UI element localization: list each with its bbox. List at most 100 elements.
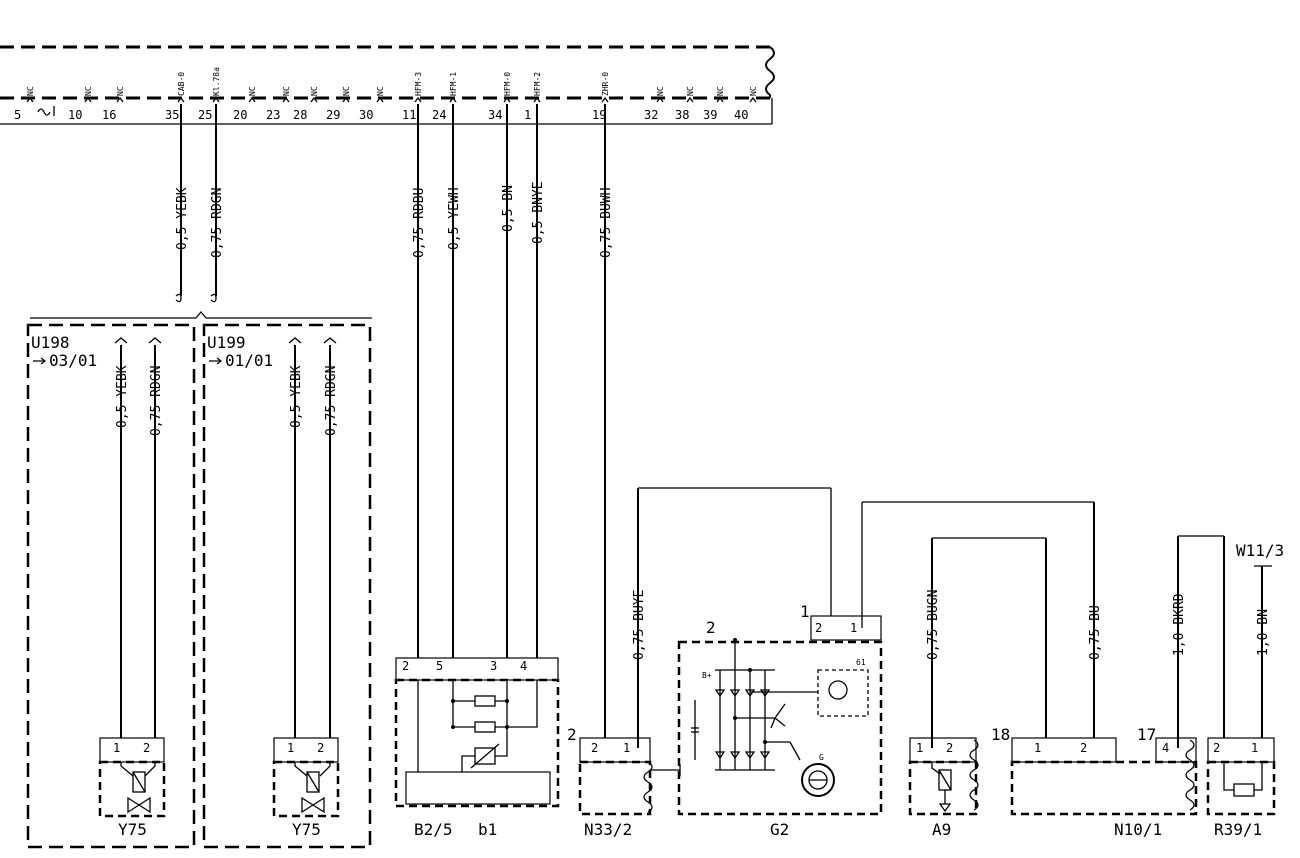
connector-pin-socket <box>177 96 185 103</box>
connector-pin-tag: NC <box>749 86 758 96</box>
component-label-y75-right: Y75 <box>292 820 321 839</box>
component-r39-1: 2 1 R39/1 <box>1206 737 1276 839</box>
connector-pin-socket <box>601 96 609 103</box>
shield-icon <box>1185 739 1195 811</box>
component-label-g2: G2 <box>770 820 789 839</box>
connector-pin-socket <box>84 96 92 103</box>
wire-label-u199-a: 0,5 YEBK <box>289 365 304 428</box>
connector-pin-number: 10 <box>68 108 82 122</box>
y75-right-pin-2: 2 <box>317 741 324 755</box>
connector-pin-tag: HFM-3 <box>414 72 423 96</box>
variant-ref-u198: 03/01 <box>49 351 97 370</box>
connector-pin-tag: Kl.78a <box>212 67 221 96</box>
n33-2-pin-2: 2 <box>591 741 598 755</box>
n33-2-pin-1: 1 <box>623 741 630 755</box>
connector-pin-tag: NC <box>26 86 35 96</box>
connector-pin-number: 24 <box>432 108 446 122</box>
connector-pin-socket <box>212 96 220 103</box>
component-g2: 2 1 2 1 61 B+ <box>677 602 883 839</box>
wire-label-24: 0,5 YEWH <box>447 187 462 250</box>
connector-pin-socket <box>116 96 124 103</box>
component-y75-right: 1 2 Y75 <box>272 737 340 839</box>
connector-pin-number: 28 <box>293 108 307 122</box>
connector-pin-number: 30 <box>359 108 373 122</box>
component-label-y75-left: Y75 <box>118 820 147 839</box>
connector-pin-number: 34 <box>488 108 502 122</box>
connector-pin-socket <box>282 96 290 103</box>
connector-pin-tag: NC <box>656 86 665 96</box>
connector-pin-tag: NC <box>342 86 351 96</box>
variant-ref-u199: 01/01 <box>225 351 273 370</box>
g2-pin-2: 2 <box>815 621 822 635</box>
connector-pin-number: 39 <box>703 108 717 122</box>
n10-1-num-18: 18 <box>991 725 1010 744</box>
g2-gen-g: G <box>819 753 824 762</box>
connector-pin-tag: NC <box>116 86 125 96</box>
wire-label-w11-3: 1,0 BN <box>1256 609 1271 656</box>
component-label-a9: A9 <box>932 820 951 839</box>
valve-icon <box>294 762 331 814</box>
top-wires <box>175 104 606 748</box>
connector-pin-socket <box>376 96 384 103</box>
connector-pin-tag: CAB-0 <box>177 72 186 96</box>
shield-icon <box>643 761 653 813</box>
connector-pin-number: 40 <box>734 108 748 122</box>
g2-num: 2 <box>706 618 716 637</box>
connector-pin-tag: HFM-0 <box>503 72 512 96</box>
connector-pin-tag: NC <box>282 86 291 96</box>
component-label-b2-5: B2/5 <box>414 820 453 839</box>
connector-pin-tag: HFM-1 <box>449 72 458 96</box>
connector-pin-number: 38 <box>675 108 689 122</box>
rectifier-bridge-icon <box>691 638 818 771</box>
component-n10-1: 18 17 1 2 4 N10/1 <box>991 725 1198 839</box>
component-a9: 1 2 A9 <box>908 737 979 839</box>
a9-pin-1: 1 <box>916 741 923 755</box>
connector-pins: 5NC10NC16NC35CAB-025Kl.78a20NC23NC28NC29… <box>14 67 758 122</box>
y75-left-pin-1: 1 <box>113 741 120 755</box>
connector-pin: 40 NC <box>734 86 758 122</box>
wire-label-34: 0,5 BN <box>501 185 516 232</box>
wire-label-u199-b: 0,75 RDGN <box>324 366 339 436</box>
air-mass-sensor-icon <box>417 680 538 772</box>
wire-label-a9: 0,75 BUGN <box>926 590 941 660</box>
wire-label-n10: 0,75 BU <box>1088 605 1103 660</box>
wire-labels: 0,5 YEBK 0,75 RDGN 0,75 RDBU 0,5 YEWH 0,… <box>175 181 614 258</box>
n10-1-pin-1: 1 <box>1034 741 1041 755</box>
connector-pin-tag: NC <box>248 86 257 96</box>
connector-pin: 28 NC <box>293 86 319 122</box>
connector-pin: 32 NC <box>644 86 665 122</box>
connector-pin-tag: NC <box>310 86 319 96</box>
g2-bplus: B+ <box>702 671 712 680</box>
connector-pin-number: 1 <box>524 108 531 122</box>
wire-label-11: 0,75 RDBU <box>412 188 427 258</box>
g2-inner-61: 61 <box>856 658 866 667</box>
connector-pin-socket <box>449 96 457 103</box>
n10-1-pin-4: 4 <box>1162 741 1169 755</box>
connector-pin-socket <box>503 96 511 103</box>
wire-label-n33: 0,75 BUYE <box>632 590 647 660</box>
wire-label-u198-b: 0,75 RDGN <box>149 366 164 436</box>
connector-pin-socket <box>749 96 757 103</box>
connector-pin: 34 HFM-0 <box>488 72 512 122</box>
compressor-clutch-icon <box>931 762 952 813</box>
connector-pin-number: 32 <box>644 108 658 122</box>
connector-pin-number: 5 <box>14 108 21 122</box>
component-y75-left: 1 2 Y75 <box>98 737 166 839</box>
b2-5-pin-4: 4 <box>520 659 527 673</box>
r39-1-pin-2: 2 <box>1213 741 1220 755</box>
ground-label-w11-3: W11/3 <box>1236 541 1284 560</box>
connector-pin-number: 19 <box>592 108 606 122</box>
shield-icon <box>969 739 979 811</box>
connector-pin-socket <box>310 96 318 103</box>
connector-pin-tag: NC <box>376 86 385 96</box>
variant-u198: U198 03/01 0,5 YEBK 0,75 RDGN 1 2 Y75 <box>26 323 196 849</box>
wire-label-19: 0,75 BUWH <box>599 188 614 258</box>
